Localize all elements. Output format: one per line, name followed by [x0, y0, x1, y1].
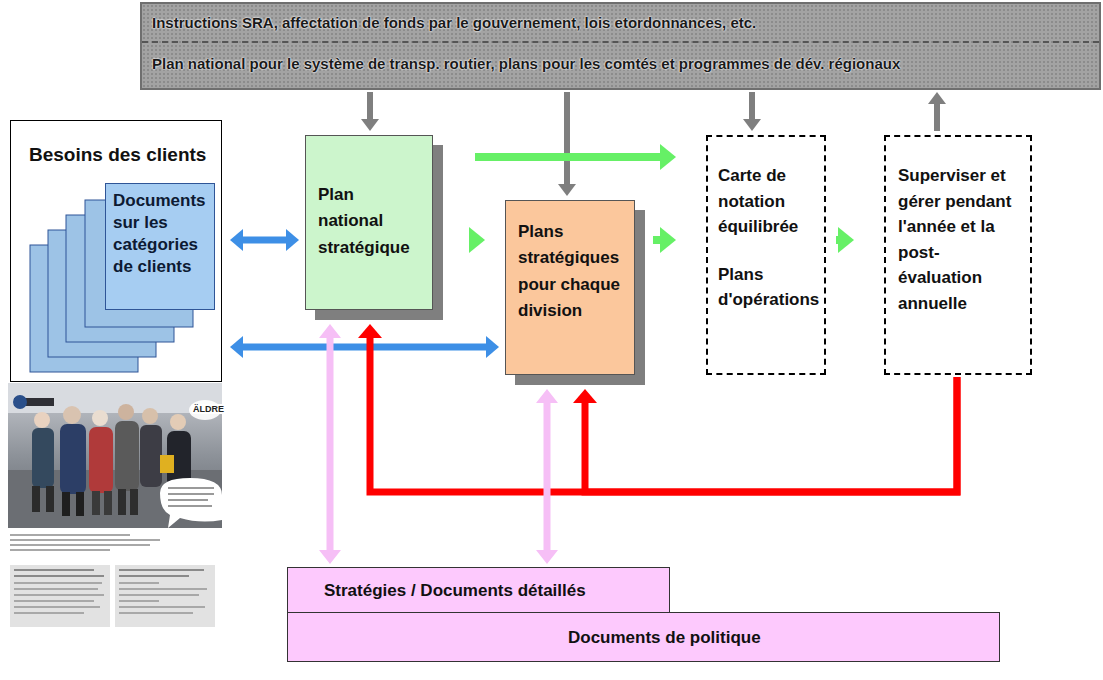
- connector: [319, 324, 341, 564]
- arrow-head: [319, 550, 341, 564]
- connector: [928, 92, 946, 131]
- connector: [573, 377, 957, 492]
- arrow-head: [928, 92, 946, 104]
- connector-line: [544, 402, 551, 551]
- arrow-head: [536, 389, 558, 403]
- arrow-head: [358, 324, 382, 338]
- process-box: Carte de notation équilibréePlans d'opér…: [706, 135, 826, 375]
- node-text: Documents de politique: [288, 613, 999, 659]
- arrow-head: [469, 227, 485, 253]
- arrow-head: [319, 324, 341, 338]
- arrow-head: [230, 229, 243, 251]
- connector-line: [564, 92, 570, 185]
- connector: [230, 336, 499, 358]
- process-box: Superviser et gérer pendant l'année et l…: [884, 135, 1032, 375]
- arrow-head: [743, 119, 761, 131]
- node-text: Plans stratégiques pour chaque division: [506, 201, 634, 334]
- arrow-head: [230, 336, 243, 358]
- node-text: Documents sur les catégories de clients: [106, 184, 214, 282]
- node-text: Carte de notation équilibrée: [708, 137, 824, 240]
- arrow-head: [558, 184, 576, 196]
- constraint-band: Instructions SRA, affectation de fonds p…: [140, 2, 1101, 90]
- connector-line: [934, 103, 940, 131]
- connector: [653, 227, 676, 253]
- node-text: Plans d'opérations: [708, 240, 824, 321]
- connector: [536, 389, 558, 564]
- brochure-photo: [8, 383, 222, 528]
- connector-line: [370, 337, 957, 492]
- node-text: Instructions SRA, affectation de fonds p…: [142, 4, 1099, 43]
- node-text: Plan national pour le système de transp.…: [142, 43, 1099, 82]
- customer-needs-panel: Besoins des clientsDocuments sur les cat…: [10, 120, 222, 382]
- connector: [558, 92, 576, 196]
- node-text: Stratégies / Documents détaillés: [288, 568, 669, 612]
- connector: [469, 227, 485, 253]
- photo-tag: ÄLDRE: [191, 404, 226, 414]
- connector: [361, 92, 379, 131]
- connector-line: [242, 344, 487, 351]
- arrow-head: [536, 550, 558, 564]
- connector: [475, 144, 676, 170]
- connector-line: [653, 236, 661, 244]
- arrow-head: [486, 336, 499, 358]
- connector: [358, 324, 957, 492]
- brochure-text: [10, 534, 215, 627]
- plan-box: Plan national stratégique: [305, 135, 433, 310]
- connector: [836, 227, 854, 253]
- arrow-head: [660, 227, 676, 253]
- arrow-head: [838, 227, 854, 253]
- node-text: Superviser et gérer pendant l'année et l…: [886, 137, 1030, 324]
- connector-line: [475, 153, 661, 161]
- document-stack: Documents sur les catégories de clients: [105, 183, 215, 310]
- policy-band: Documents de politique: [287, 612, 1000, 662]
- connector: [230, 229, 299, 251]
- connector: [743, 92, 761, 131]
- arrow-head: [361, 119, 379, 131]
- node-text: Besoins des clients: [11, 121, 221, 168]
- plan-box: Plans stratégiques pour chaque division: [505, 200, 635, 375]
- connector-line: [367, 92, 373, 120]
- connector-line: [327, 337, 334, 551]
- connector-line: [749, 92, 755, 120]
- arrow-head: [573, 389, 597, 403]
- arrow-head: [660, 144, 676, 170]
- connector-line: [585, 377, 957, 492]
- arrow-head: [286, 229, 299, 251]
- policy-band: Stratégies / Documents détaillés: [287, 567, 670, 613]
- connector-line: [242, 237, 287, 244]
- node-text: Plan national stratégique: [306, 136, 432, 271]
